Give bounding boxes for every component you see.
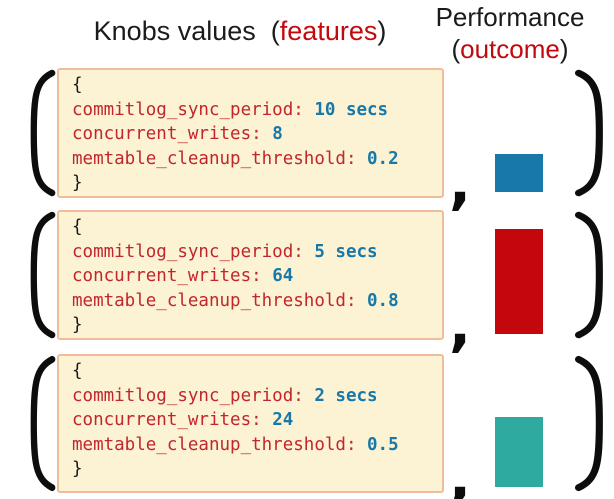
knob-field-line: commitlog_sync_period: 10 secs [72,98,442,123]
knob-separator: : [251,124,273,144]
knob-key: commitlog_sync_period [72,385,294,406]
knob-separator: : [345,290,368,311]
open-brace: { [72,361,83,381]
performance-bar-teal [495,417,543,487]
knob-value: 0.2 [367,148,399,169]
knob-value: 2 secs [314,385,378,406]
separator-comma: , [449,291,472,359]
knob-field-line: concurrent_writes: 8 [72,122,442,147]
close-paren-icon [575,69,603,197]
knob-value: 8 [272,124,283,144]
knob-value: 0.5 [367,434,399,455]
knob-key: concurrent_writes [72,410,252,430]
close-paren-icon [575,355,603,492]
outcome-label: outcome [460,34,560,64]
close-brace: } [72,459,83,479]
separator-comma: , [449,444,472,499]
knob-value: 24 [272,410,294,430]
performance-title: Performance [435,2,585,32]
performance-header: Performance (outcome) [412,1,608,65]
knob-value: 5 secs [314,241,378,262]
performance-bar-blue [495,154,543,192]
performance-bar-red [495,229,543,334]
knob-value: 64 [272,266,294,286]
close-brace: } [72,315,83,335]
close-brace: } [72,173,83,193]
knob-field-line: memtable_cleanup_threshold: 0.8 [72,289,442,314]
knob-field-line: commitlog_sync_period: 5 secs [72,240,442,265]
outcome-paren-open: ( [451,34,461,64]
knob-key: concurrent_writes [72,266,252,286]
features-paren-open: ( [270,16,280,46]
knob-key: commitlog_sync_period [72,99,294,120]
knob-separator: : [345,434,368,455]
open-paren-icon [30,355,56,492]
knob-separator: : [251,266,273,286]
open-brace: { [72,75,83,95]
outcome-paren-close: ) [559,34,569,64]
knob-value: 10 secs [314,99,389,120]
knob-separator: : [293,385,315,406]
open-brace: { [72,217,83,237]
knob-field-line: concurrent_writes: 24 [72,408,442,433]
features-paren-close: ) [377,16,387,46]
knob-separator: : [293,241,315,262]
features-label: features [279,16,378,46]
knob-field-line: concurrent_writes: 64 [72,264,442,289]
close-paren-icon [575,211,603,339]
header-gap [256,16,271,46]
knob-key: concurrent_writes [72,124,252,144]
knob-key: memtable_cleanup_threshold [72,290,346,311]
outcome-line: (outcome) [412,33,608,65]
knob-field-line: commitlog_sync_period: 2 secs [72,384,442,409]
open-paren-icon [30,69,56,197]
knob-field-line: memtable_cleanup_threshold: 0.5 [72,433,442,458]
knob-key: memtable_cleanup_threshold [72,148,346,169]
knob-value: 0.8 [367,290,399,311]
knob-separator: : [345,148,368,169]
knobs-title: Knobs values [93,16,256,46]
knob-field-line: memtable_cleanup_threshold: 0.2 [72,147,442,172]
knob-key: memtable_cleanup_threshold [72,434,346,455]
open-paren-icon [30,211,56,339]
knob-separator: : [251,410,273,430]
knob-separator: : [293,99,315,120]
knob-key: commitlog_sync_period [72,241,294,262]
knobs-header: Knobs values (features) [40,16,440,47]
separator-comma: , [449,149,472,217]
